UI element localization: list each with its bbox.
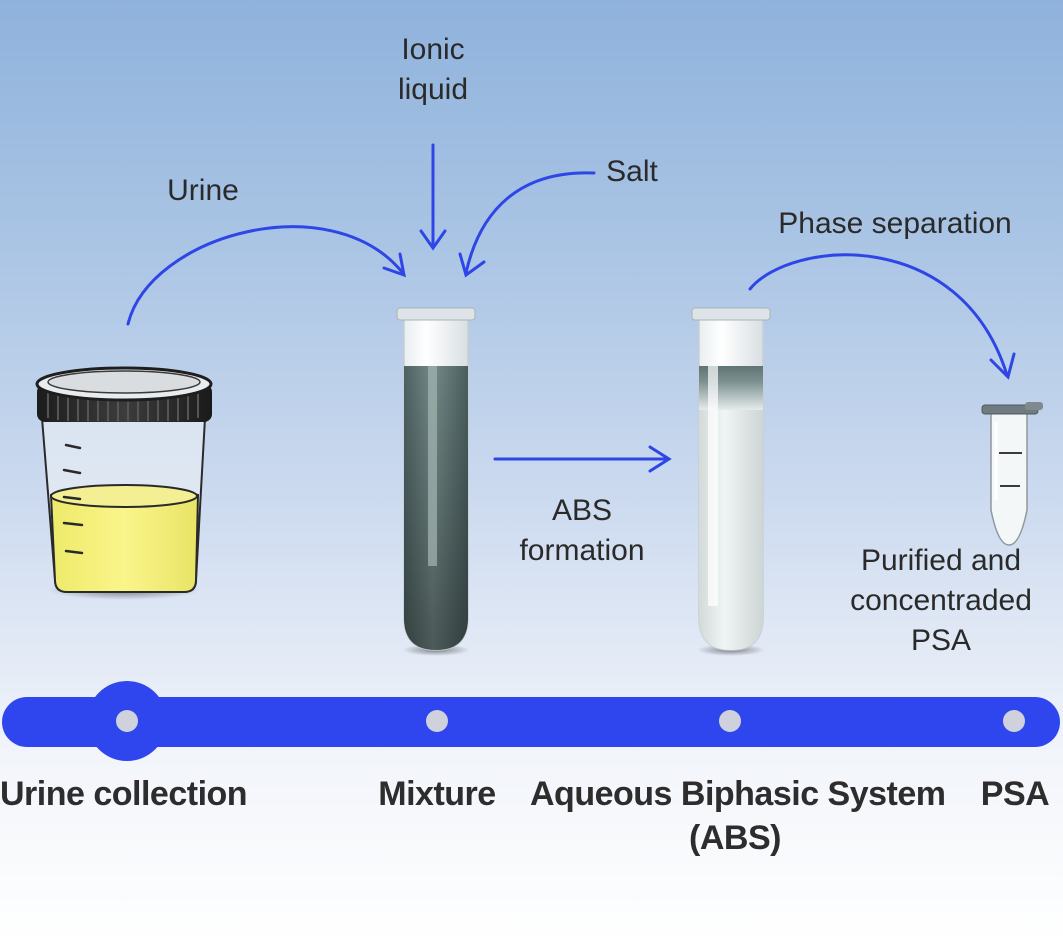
arrow-urine-to-mixture <box>126 225 406 326</box>
timeline-node-mixture[interactable] <box>426 710 448 732</box>
purified-psa-label-line2: concentraded <box>850 584 1032 617</box>
abs-formation-label-line1: ABS <box>551 494 613 527</box>
purified-psa-label-line1: Purified and <box>860 544 1022 577</box>
abs-formation-label: ABS formation <box>497 491 667 571</box>
salt-label: Salt <box>606 155 658 188</box>
timeline-node-psa[interactable] <box>1003 710 1025 732</box>
step-label-abs: Aqueous Biphasic System (ABS) <box>530 772 946 860</box>
step-label-urine-collection: Urine collection <box>0 775 248 813</box>
ionic-liquid-label-line2: liquid <box>397 73 469 106</box>
ionic-liquid-label-line1: Ionic <box>401 33 465 66</box>
psa-microtube <box>981 402 1043 546</box>
abs-tube <box>691 307 771 656</box>
step-label-mixture: Mixture <box>378 775 496 813</box>
timeline-node-urine[interactable] <box>116 710 138 732</box>
purified-psa-label: Purified and concentraded PSA <box>830 541 1052 661</box>
arrow-salt <box>458 171 596 278</box>
timeline-bar <box>2 697 1060 747</box>
abs-formation-label-line2: formation <box>519 534 645 567</box>
arrow-ionic-liquid <box>419 143 447 251</box>
timeline-node-abs[interactable] <box>719 710 741 732</box>
step-label-abs-line1: Aqueous Biphasic System <box>530 775 946 813</box>
ionic-liquid-label: Ionic liquid <box>353 30 513 110</box>
urine-cup <box>35 366 213 600</box>
step-label-abs-line2: (ABS) <box>689 819 781 857</box>
phase-separation-label: Phase separation <box>778 207 1012 240</box>
timeline <box>2 681 1060 761</box>
arrow-abs-formation <box>493 445 672 473</box>
arrow-phase-separation <box>748 253 1016 380</box>
purified-psa-label-line3: PSA <box>910 624 972 657</box>
step-label-psa: PSA <box>980 775 1050 813</box>
urine-label: Urine <box>167 174 239 207</box>
mixture-tube <box>396 307 476 656</box>
